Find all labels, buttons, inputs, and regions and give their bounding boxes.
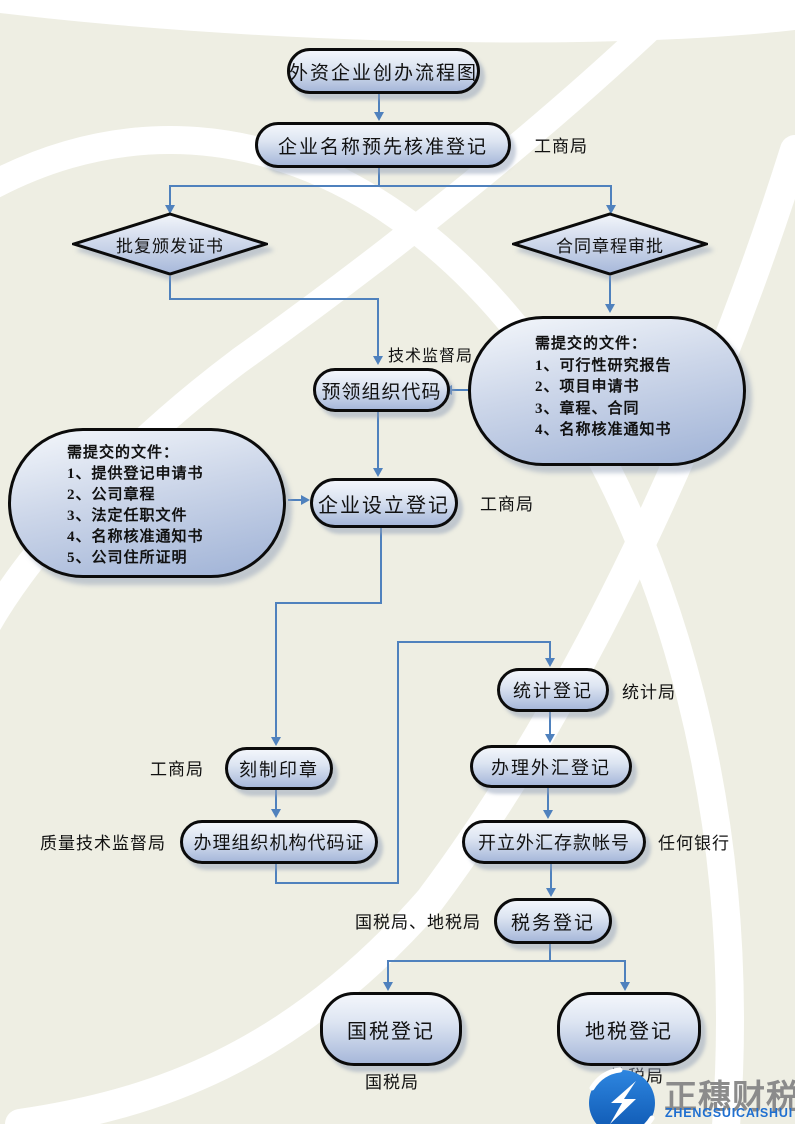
connector-bubble-orgcode-h: [452, 389, 468, 391]
arrowhead-docs-right: [605, 304, 615, 313]
connector-stat-v: [549, 641, 551, 659]
connector-forexreg-account: [547, 782, 549, 811]
connector-national-v: [387, 960, 389, 983]
arrowhead-forexreg: [545, 734, 555, 743]
arrowhead-docsleft-establish: [301, 495, 310, 505]
node-establish: 企业设立登记: [310, 478, 458, 528]
arrowhead-split-left: [165, 205, 175, 214]
docs-right-item-1: 1、可行性研究报告: [535, 357, 672, 374]
agency-label-gongshang-3: 工商局: [150, 760, 204, 779]
node-local-tax: 地税登记: [557, 992, 701, 1066]
connector-orgcode-establish: [377, 406, 379, 468]
node-forex-account: 开立外汇存款帐号: [462, 820, 646, 864]
agency-label-guoshuiju: 国税局: [365, 1073, 419, 1092]
connector-orgcert-right-h: [275, 882, 399, 884]
node-org-code-cert: 办理组织机构代码证: [180, 820, 378, 864]
arrowhead-org-code-pre: [373, 356, 383, 365]
bubble-docs-right: 需提交的文件： 1、可行性研究报告 2、项目申请书 3、章程、合同 4、名称核准…: [468, 316, 746, 466]
node-forex-reg: 办理外汇登记: [470, 745, 632, 788]
diamond-approve-cert-label: 批复颁发证书: [116, 236, 224, 256]
connector-approve-elbow-v1: [169, 276, 171, 300]
node-national-tax: 国税登记: [320, 992, 462, 1066]
connector-docsleft-establish-h: [288, 499, 302, 501]
arrowhead-local-tax: [620, 982, 630, 991]
node-flow-title: 外资企业创办流程图: [287, 48, 480, 94]
node-tax-reg: 税务登记: [494, 898, 612, 944]
docs-left-item-3: 3、法定任职文件: [67, 508, 188, 524]
connector-up-to-stat-v: [397, 641, 399, 884]
connector-split-left-v: [169, 185, 171, 206]
company-logo-romanized: ZHENGSUICAISHUI: [665, 1106, 793, 1120]
arrowhead-orgcert: [271, 809, 281, 818]
agency-label-renheyinhang: 任何银行: [658, 834, 730, 853]
connector-name-split-h: [169, 185, 612, 187]
bubble-docs-left: 需提交的文件： 1、提供登记申请书 2、公司章程 3、法定任职文件 4、名称核准…: [8, 428, 286, 578]
diamond-approve-cert: [72, 212, 268, 276]
connector-contract-bubble: [609, 276, 611, 304]
connector-tax-split-v: [549, 938, 551, 962]
connector-split-right-v: [610, 185, 612, 206]
connector-approve-elbow-h: [169, 298, 379, 300]
connector-establish-left-h: [275, 602, 382, 604]
agency-label-jishujianduju: 技术监督局: [388, 348, 474, 365]
node-org-code-pre: 预领组织代码: [313, 368, 450, 412]
arrowhead-stat: [545, 658, 555, 667]
docs-right-title: 需提交的文件：: [535, 336, 648, 352]
connector-account-tax: [550, 858, 552, 889]
arrowhead-split-right: [606, 205, 616, 214]
diamond-contract-review-label: 合同章程审批: [556, 236, 664, 256]
docs-left-item-4: 4、名称核准通知书: [67, 529, 204, 545]
arrowhead-forexaccount: [543, 810, 553, 819]
connector-stat-forexreg: [549, 706, 551, 735]
company-logo-name: 正穗财税: [664, 1078, 795, 1115]
connector-tax-split-h: [387, 960, 626, 962]
connector-seal-orgcert: [275, 784, 277, 810]
docs-left-title: 需提交的文件：: [67, 445, 180, 461]
agency-label-zhiliangjishu: 质量技术监督局: [40, 834, 166, 853]
docs-right-item-3: 3、章程、合同: [535, 400, 640, 417]
node-name-precheck: 企业名称预先核准登记: [255, 122, 511, 168]
docs-right-item-4: 4、名称核准通知书: [535, 422, 672, 438]
docs-left-item-1: 1、提供登记申请书: [67, 466, 204, 482]
docs-right-item-2: 2、项目申请书: [535, 379, 640, 395]
connector-name-split-v: [378, 162, 380, 186]
agency-label-guoshui-dishui: 国税局、地税局: [355, 913, 481, 932]
diamond-contract-review: [512, 212, 708, 276]
agency-label-gongshang-1: 工商局: [534, 137, 588, 156]
arrowhead-seal: [271, 737, 281, 746]
connector-approve-elbow-v2: [377, 298, 379, 356]
node-seal: 刻制印章: [225, 747, 333, 790]
arrowhead-tax: [546, 888, 556, 897]
agency-label-gongshang-2: 工商局: [480, 495, 534, 514]
arrowhead-establish: [373, 468, 383, 477]
agency-label-tongjiju: 统计局: [622, 683, 676, 702]
connector-to-seal-v: [275, 602, 277, 737]
arrowhead-national-tax: [383, 982, 393, 991]
connector-local-v: [624, 960, 626, 983]
docs-left-item-2: 2、公司章程: [67, 487, 156, 503]
connector-orgcert-down: [275, 858, 277, 884]
company-logo-icon: [589, 1067, 655, 1124]
docs-left-item-5: 5、公司住所证明: [67, 550, 188, 566]
connector-establish-down: [380, 522, 382, 604]
connector-stat-h: [397, 641, 550, 643]
arrowhead-title-name: [374, 112, 384, 121]
connector-title-name: [378, 88, 380, 112]
node-stat-reg: 统计登记: [497, 668, 609, 712]
